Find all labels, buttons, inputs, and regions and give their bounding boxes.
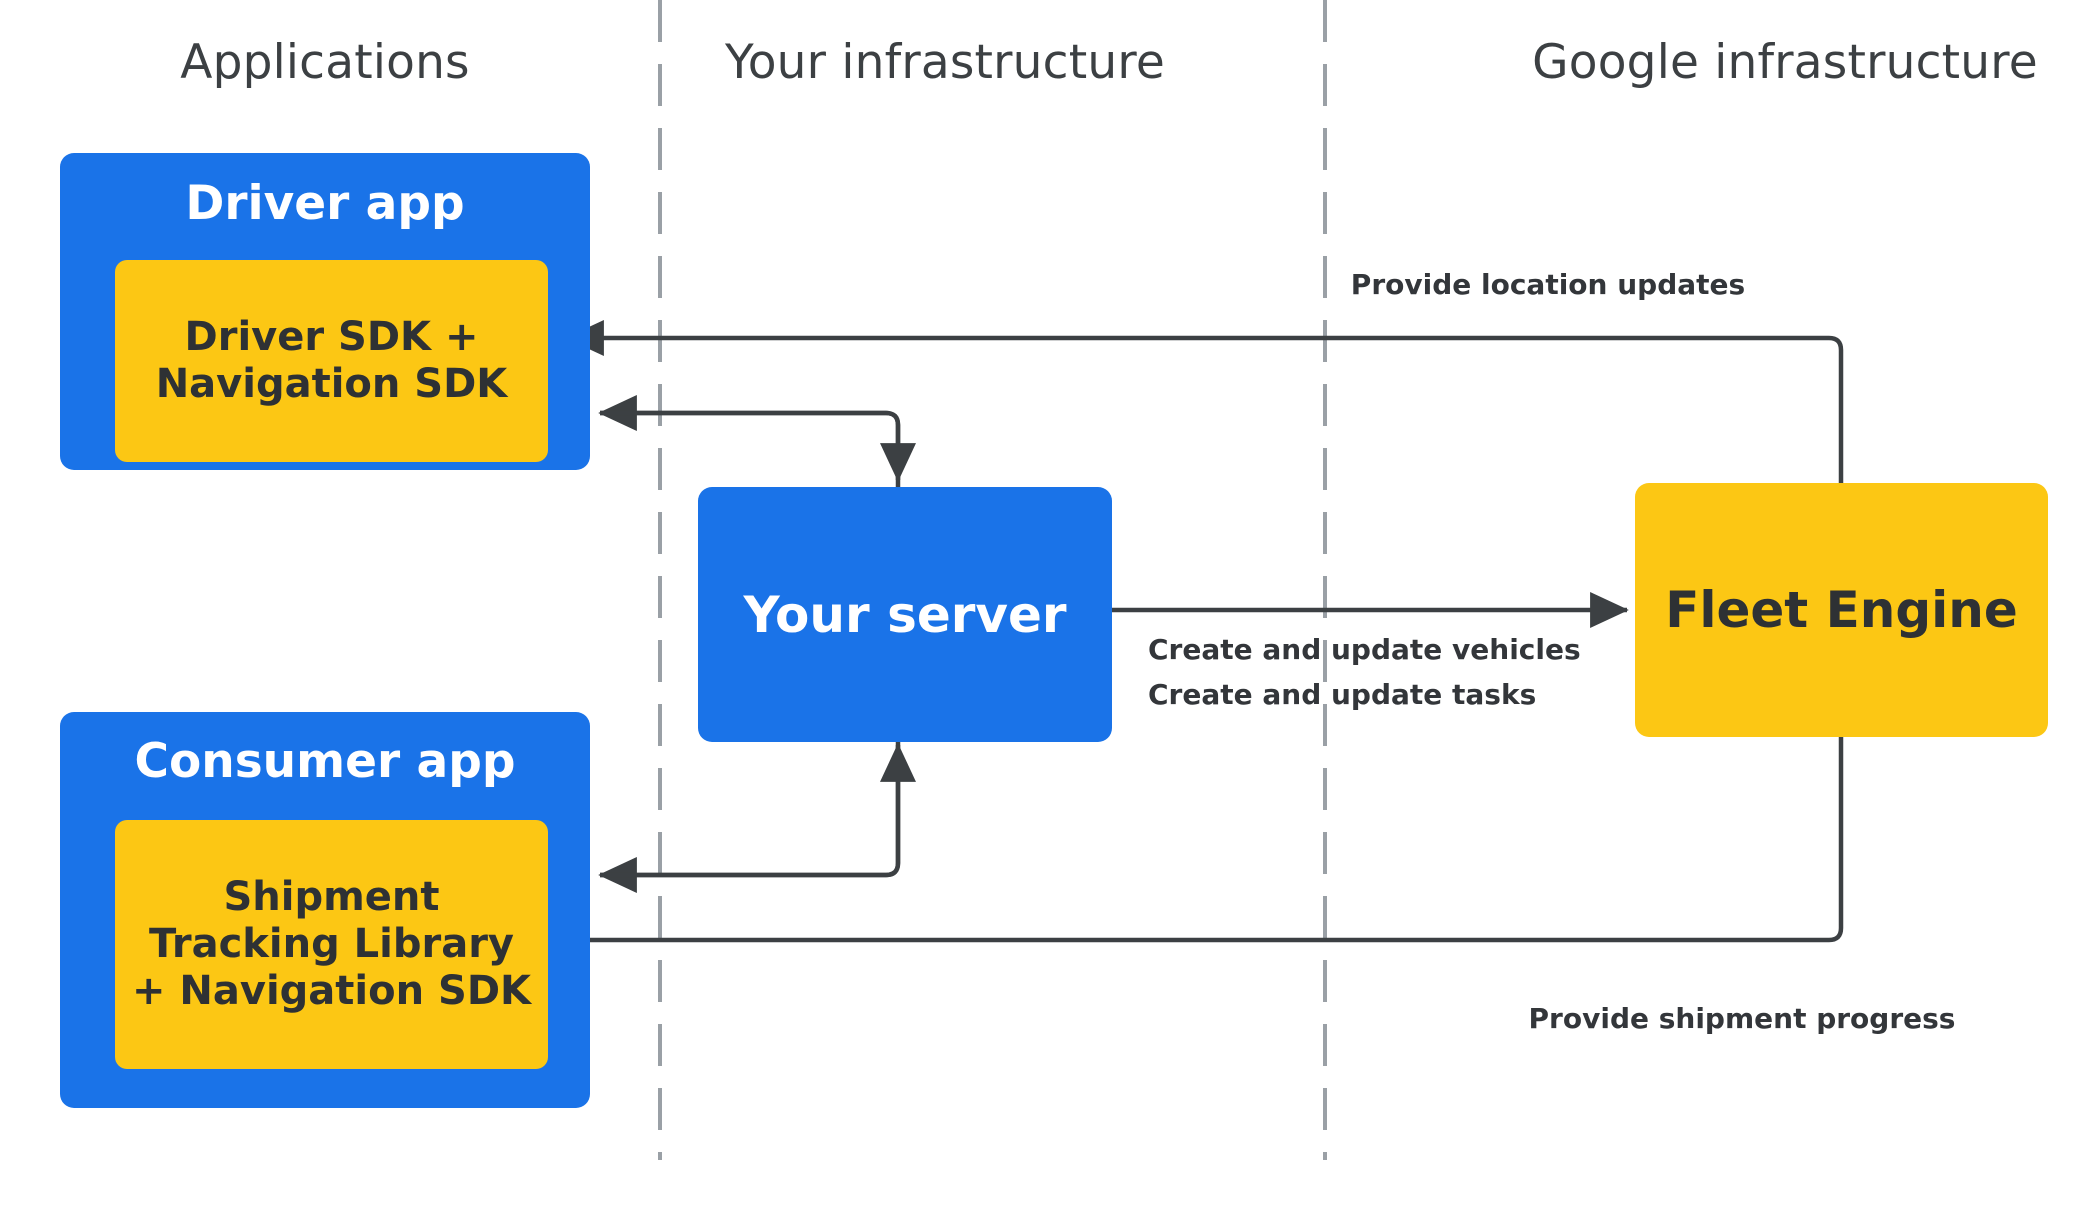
consumer-app-title: Consumer app: [134, 734, 516, 789]
fleet-engine-box[interactable]: Fleet Engine: [1635, 483, 2048, 737]
shipment-tracking-sdk-box[interactable]: Shipment Tracking Library + Navigation S…: [115, 820, 548, 1069]
consumer-app-box[interactable]: Consumer app Shipment Tracking Library +…: [60, 712, 590, 1108]
column-header-google-infrastructure: Google infrastructure: [1532, 35, 2038, 90]
driver-app-box[interactable]: Driver app Driver SDK + Navigation SDK: [60, 153, 590, 470]
edge-label-create-update-tasks: Create and update tasks: [1148, 678, 1537, 711]
edge-label-provide-shipment-progress: Provide shipment progress: [1528, 1002, 1956, 1035]
column-header-applications: Applications: [180, 35, 470, 90]
your-server-label: Your server: [743, 585, 1067, 644]
edge-label-provide-location-updates: Provide location updates: [1350, 268, 1746, 301]
driver-sdk-box[interactable]: Driver SDK + Navigation SDK: [115, 260, 548, 462]
driver-app-title: Driver app: [185, 176, 465, 231]
column-header-your-infrastructure: Your infrastructure: [725, 35, 1165, 90]
shipment-tracking-sdk-label: Shipment Tracking Library + Navigation S…: [131, 873, 532, 1015]
your-server-box[interactable]: Your server: [698, 487, 1112, 742]
edge-label-create-update-vehicles: Create and update vehicles: [1148, 633, 1581, 666]
fleet-engine-label: Fleet Engine: [1665, 581, 2018, 639]
edge-fleet-engine-to-shipment-tracking: [550, 737, 1844, 958]
edge-consumer-app-to-your-server: [600, 743, 916, 878]
edge-driver-app-to-your-server: [600, 410, 916, 482]
edge-your-server-to-driver-app: [598, 395, 901, 487]
driver-sdk-label: Driver SDK + Navigation SDK: [155, 313, 508, 407]
edge-your-server-to-consumer-app: [598, 742, 901, 893]
edge-fleet-engine-to-driver-sdk: [565, 320, 1844, 483]
